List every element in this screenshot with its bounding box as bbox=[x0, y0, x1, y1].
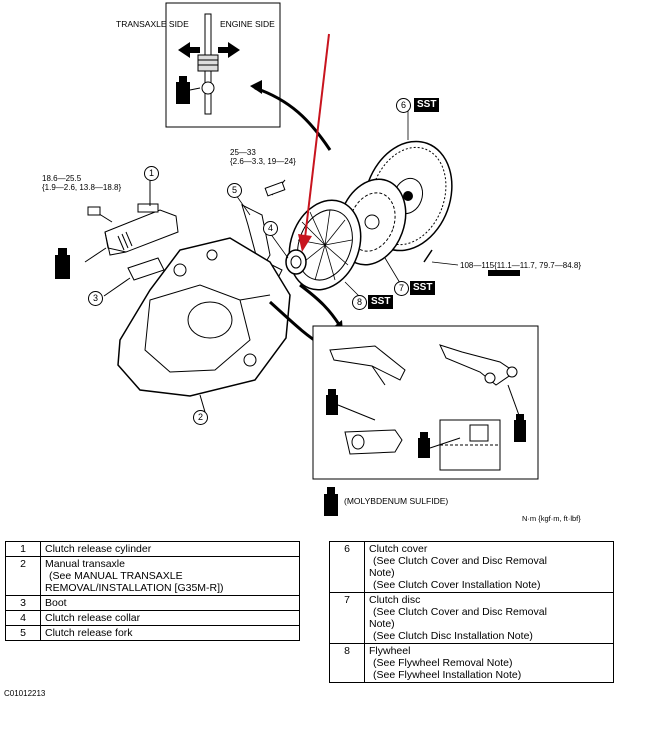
legend-left: 1 Clutch release cylinder 2 Manual trans… bbox=[5, 541, 300, 641]
callout-2: 2 bbox=[193, 410, 208, 425]
label-transaxle-side: TRANSAXLE SIDE bbox=[116, 19, 189, 29]
callout-8: 8 bbox=[352, 295, 367, 310]
legend-row: 5 Clutch release fork bbox=[5, 625, 300, 641]
sst-badge-6b: SST bbox=[368, 295, 394, 309]
release-collar bbox=[285, 249, 307, 275]
torque-cylinder-bolt-alt: {1.9—2.6, 13.8—18.8} bbox=[42, 183, 122, 192]
callout-7: 7 bbox=[394, 281, 409, 296]
legend-row: 6 Clutch cover (See Clutch Cover and Dis… bbox=[329, 541, 614, 593]
legend-row: 4 Clutch release collar bbox=[5, 610, 300, 626]
legend-text: Clutch cover (See Clutch Cover and Disc … bbox=[364, 541, 614, 593]
grease-tube-key bbox=[324, 487, 338, 516]
exploded-clutch-diagram bbox=[55, 2, 539, 516]
torque-flywheel-bolt: 108—115{11.1—11.7, 79.7—84.8} bbox=[460, 261, 581, 270]
callout-4: 4 bbox=[263, 221, 278, 236]
figure-id: C01012213 bbox=[4, 689, 46, 698]
label-engine-side: ENGINE SIDE bbox=[220, 19, 275, 29]
grease-tube-left bbox=[55, 248, 70, 279]
callout-6: 6 bbox=[396, 98, 411, 113]
legend-row: 2 Manual transaxle (See MANUAL TRANSAXLE… bbox=[5, 556, 300, 596]
callout-5: 5 bbox=[227, 183, 242, 198]
legend-num: 4 bbox=[5, 610, 41, 626]
torque-cylinder-bolt: 18.6—25.5 bbox=[42, 174, 82, 183]
bolt-collar bbox=[264, 179, 286, 197]
legend-text: Clutch release cylinder bbox=[40, 541, 300, 557]
legend-num: 8 bbox=[329, 643, 365, 683]
legend-text: Clutch release fork bbox=[40, 625, 300, 641]
legend-row: 3 Boot bbox=[5, 595, 300, 611]
inset-top-box bbox=[165, 2, 281, 128]
legend-num: 7 bbox=[329, 592, 365, 644]
legend-text: Manual transaxle (See MANUAL TRANSAXLE R… bbox=[40, 556, 300, 596]
boot bbox=[103, 257, 165, 297]
grease-label: (MOLYBDENUM SULFIDE) bbox=[344, 496, 449, 506]
sst-badge-7: SST bbox=[410, 281, 436, 295]
callout-1: 1 bbox=[144, 166, 159, 181]
callout-3: 3 bbox=[88, 291, 103, 306]
torque-collar-bolt: 25—33 bbox=[230, 148, 256, 157]
legend-text: Clutch disc (See Clutch Cover and Disc R… bbox=[364, 592, 614, 644]
legend-num: 3 bbox=[5, 595, 41, 611]
legend-num: 5 bbox=[5, 625, 41, 641]
inset-lower-box bbox=[312, 325, 539, 480]
legend-right: 6 Clutch cover (See Clutch Cover and Dis… bbox=[329, 541, 614, 683]
legend-row: 1 Clutch release cylinder bbox=[5, 541, 300, 557]
legend-num: 1 bbox=[5, 541, 41, 557]
legend-row: 8 Flywheel (See Flywheel Removal Note) (… bbox=[329, 643, 614, 683]
legend-num: 2 bbox=[5, 556, 41, 596]
legend-text: Boot bbox=[40, 595, 300, 611]
release-cylinder bbox=[84, 180, 179, 263]
red-pointer-arrow bbox=[298, 33, 330, 252]
units-note: N·m {kgf·m, ft·lbf} bbox=[522, 514, 581, 523]
legend-row: 7 Clutch disc (See Clutch Cover and Disc… bbox=[329, 592, 614, 644]
torque-collar-bolt-alt: {2.6—3.3, 19—24} bbox=[230, 157, 296, 166]
legend-text: Flywheel (See Flywheel Removal Note) (Se… bbox=[364, 643, 614, 683]
sst-badge-6: SST bbox=[414, 98, 440, 112]
legend-num: 6 bbox=[329, 541, 365, 593]
legend-text: Clutch release collar bbox=[40, 610, 300, 626]
bolt-flywheel bbox=[423, 249, 520, 276]
